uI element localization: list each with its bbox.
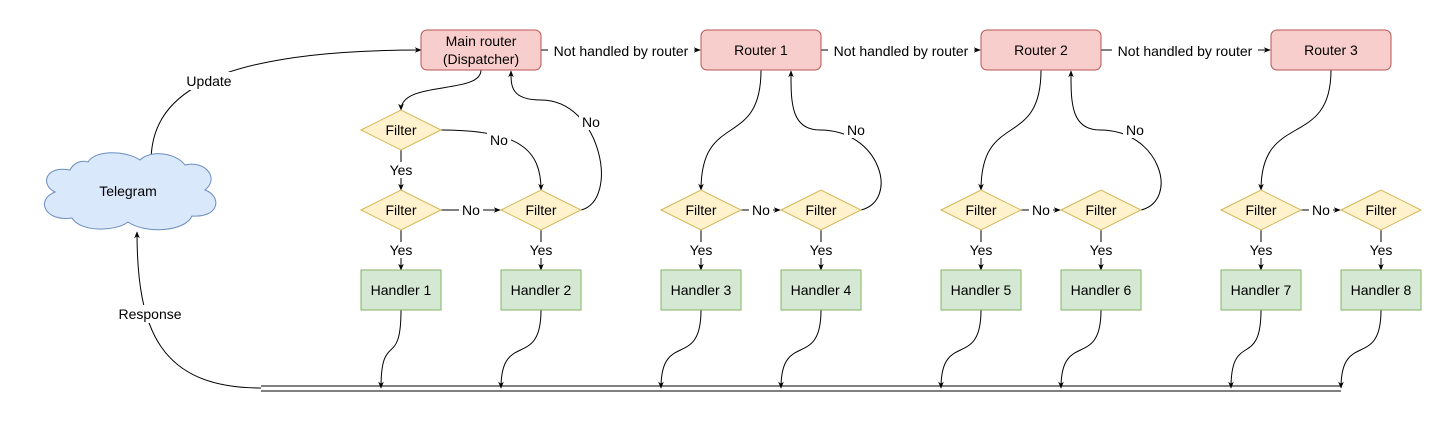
- handler-4-label: Handler 4: [791, 282, 852, 298]
- handler-1-label: Handler 1: [371, 282, 432, 298]
- no-label-main-back: No: [582, 114, 600, 130]
- no-label-r2: No: [1032, 202, 1050, 218]
- response-label: Response: [118, 306, 181, 322]
- router-2-label: Router 2: [1014, 42, 1068, 58]
- telegram-label: Telegram: [99, 183, 157, 199]
- no-label-main-mid: No: [462, 202, 480, 218]
- not-handled-label-2: Not handled by router: [834, 43, 969, 59]
- handler-4: Handler 4: [780, 269, 862, 311]
- filter-4: Filter: [659, 189, 743, 231]
- yes-label-r3-1: Yes: [1250, 242, 1273, 258]
- yes-label-main-2: Yes: [530, 242, 553, 258]
- update-edge: [150, 47, 422, 163]
- handler-7-label: Handler 7: [1231, 282, 1292, 298]
- update-label: Update: [186, 73, 231, 89]
- filter-8-label: Filter: [1245, 202, 1276, 218]
- handler-2: Handler 2: [500, 269, 582, 311]
- handler-7: Handler 7: [1220, 269, 1302, 311]
- response-edge: [134, 231, 262, 389]
- router-2: Router 2: [980, 29, 1102, 71]
- filter-6: Filter: [939, 189, 1023, 231]
- no-label-r1-back: No: [847, 122, 865, 138]
- main-router-title: Main router: [446, 33, 517, 49]
- filter-7-label: Filter: [1085, 202, 1116, 218]
- filter-5: Filter: [779, 189, 863, 231]
- handler7-to-bus-edge: [1228, 309, 1262, 389]
- filter-9-label: Filter: [1365, 202, 1396, 218]
- handler-6-label: Handler 6: [1071, 282, 1132, 298]
- handler-3: Handler 3: [660, 269, 742, 311]
- main-router: Main router (Dispatcher): [420, 29, 542, 71]
- no-label-r3: No: [1312, 202, 1330, 218]
- filter-6-label: Filter: [965, 202, 996, 218]
- handler1-to-bus-edge: [378, 309, 402, 389]
- response-bus: [261, 385, 1341, 392]
- handler-3-label: Handler 3: [671, 282, 732, 298]
- filter-1-label: Filter: [385, 122, 416, 138]
- telegram-cloud: Telegram: [44, 152, 217, 231]
- handler-8-label: Handler 8: [1351, 282, 1412, 298]
- handler-2-label: Handler 2: [511, 282, 572, 298]
- filter5-no-back-edge: [788, 70, 882, 211]
- handler-6: Handler 6: [1060, 269, 1142, 311]
- filter-8: Filter: [1219, 189, 1303, 231]
- filter-5-label: Filter: [805, 202, 836, 218]
- router-1-label: Router 1: [734, 42, 788, 58]
- not-handled-label-3: Not handled by router: [1118, 43, 1253, 59]
- main-router-subtitle: (Dispatcher): [443, 51, 519, 67]
- filter-1: Filter: [359, 109, 443, 151]
- filter-4-label: Filter: [685, 202, 716, 218]
- handler8-to-bus-edge: [1338, 309, 1382, 389]
- yes-label-main-1: Yes: [390, 242, 413, 258]
- router-1: Router 1: [700, 29, 822, 71]
- router1-to-filter4-edge: [698, 69, 762, 191]
- yes-label-r1-1: Yes: [690, 242, 713, 258]
- not-handled-label-1: Not handled by router: [554, 43, 689, 59]
- handler-8: Handler 8: [1340, 269, 1422, 311]
- yes-label-r2-1: Yes: [970, 242, 993, 258]
- handler-1: Handler 1: [360, 269, 442, 311]
- no-label-r1: No: [752, 202, 770, 218]
- handler5-to-bus-edge: [938, 309, 982, 389]
- main-to-filter1-edge: [398, 69, 482, 111]
- edge-labels: Update Response Not handled by router No…: [113, 43, 1395, 323]
- handler2-to-bus-edge: [498, 309, 542, 389]
- filter-9: Filter: [1339, 189, 1423, 231]
- filter-3-label: Filter: [525, 202, 556, 218]
- filter-3: Filter: [499, 189, 583, 231]
- router3-to-filter8-edge: [1258, 69, 1332, 191]
- handler6-to-bus-edge: [1058, 309, 1102, 389]
- filter7-no-back-edge: [1068, 70, 1162, 211]
- handler-5: Handler 5: [940, 269, 1022, 311]
- handler4-to-bus-edge: [778, 309, 822, 389]
- filter-2: Filter: [359, 189, 443, 231]
- filter-2-label: Filter: [385, 202, 416, 218]
- no-label-main-top: No: [490, 132, 508, 148]
- filter3-no-back-edge: [508, 70, 602, 211]
- yes-label-r1-2: Yes: [810, 242, 833, 258]
- yes-label-r3-2: Yes: [1370, 242, 1393, 258]
- handler3-to-bus-edge: [658, 309, 702, 389]
- filter1-no-edge: [440, 129, 544, 191]
- yes-label-r2-2: Yes: [1090, 242, 1113, 258]
- handler-5-label: Handler 5: [951, 282, 1012, 298]
- no-label-r2-back: No: [1126, 122, 1144, 138]
- router2-to-filter6-edge: [978, 69, 1042, 191]
- router-3: Router 3: [1270, 29, 1392, 71]
- cloud-icon: [44, 152, 217, 231]
- filter-7: Filter: [1059, 189, 1143, 231]
- yes-label-main: Yes: [390, 162, 413, 178]
- router-3-label: Router 3: [1304, 42, 1358, 58]
